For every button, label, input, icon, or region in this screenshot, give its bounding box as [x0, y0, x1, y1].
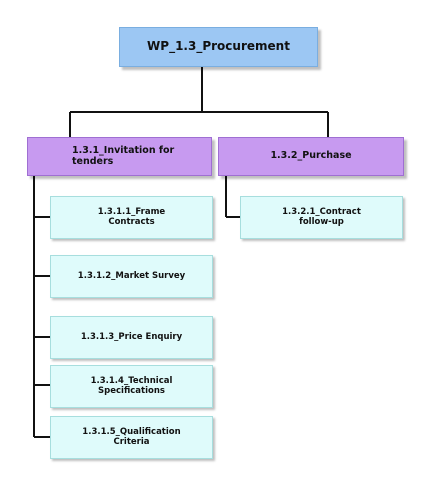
node-1-3-1-2-label: 1.3.1.2_Market Survey — [77, 270, 186, 281]
node-1-3-2-1-label: 1.3.2.1_Contract follow-up — [282, 206, 361, 227]
node-1-3-1-label: 1.3.1_Invitation for tenders — [72, 144, 175, 167]
node-root-label: WP_1.3_Procurement — [147, 39, 290, 54]
node-1-3-2-1: 1.3.2.1_Contract follow-up — [240, 196, 403, 239]
node-1-3-1-5-label: 1.3.1.5_Qualification Criteria — [82, 426, 181, 447]
node-1-3-1-3-label: 1.3.1.3_Price Enquiry — [80, 331, 183, 342]
node-1-3-1-1-label: 1.3.1.1_Frame Contracts — [97, 206, 166, 227]
node-1-3-2: 1.3.2_Purchase — [218, 137, 404, 176]
node-1-3-1-5: 1.3.1.5_Qualification Criteria — [50, 416, 213, 459]
node-1-3-1-1: 1.3.1.1_Frame Contracts — [50, 196, 213, 239]
node-root: WP_1.3_Procurement — [119, 27, 318, 67]
node-1-3-1: 1.3.1_Invitation for tenders — [27, 137, 212, 176]
node-1-3-1-3: 1.3.1.3_Price Enquiry — [50, 316, 213, 359]
node-1-3-1-2: 1.3.1.2_Market Survey — [50, 255, 213, 298]
node-1-3-1-4: 1.3.1.4_Technical Specifications — [50, 365, 213, 408]
node-1-3-1-4-label: 1.3.1.4_Technical Specifications — [90, 375, 173, 396]
node-1-3-2-label: 1.3.2_Purchase — [270, 150, 352, 162]
